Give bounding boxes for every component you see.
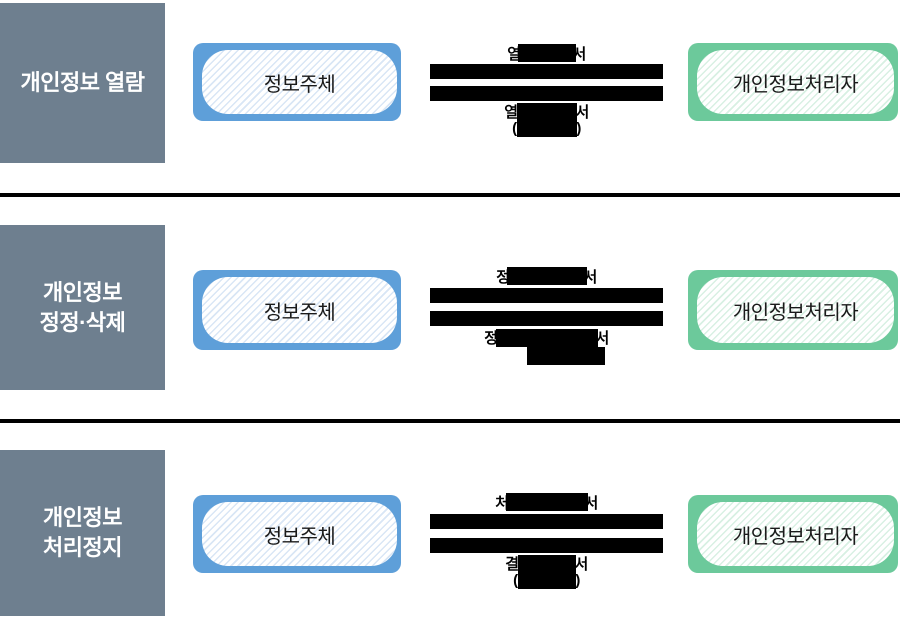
redaction-box xyxy=(516,103,577,137)
redaction-box xyxy=(517,44,576,62)
response-label-prefix: 열 xyxy=(504,104,518,121)
processor-node-label: 개인정보처리자 xyxy=(732,525,859,548)
redacted-arrow-bar xyxy=(430,311,663,326)
subject-node-label: 정보주체 xyxy=(263,525,336,548)
subject-node-label: 정보주체 xyxy=(263,301,336,324)
response-deadline-suffix: ) xyxy=(576,120,581,137)
redacted-arrow-bar xyxy=(430,538,663,553)
processor-node-label: 개인정보처리자 xyxy=(732,73,859,96)
redaction-box xyxy=(505,493,588,511)
row-label-text: 처리정지 xyxy=(43,535,122,560)
redaction-box xyxy=(526,347,605,365)
redacted-arrow-bar xyxy=(430,64,663,79)
subject-node: 정보주체 xyxy=(193,270,401,350)
request-label-suffix: 서 xyxy=(572,45,587,63)
redaction-box xyxy=(517,555,576,589)
request-label-suffix: 서 xyxy=(584,494,599,512)
row-divider xyxy=(0,419,900,423)
redaction-box xyxy=(495,329,598,347)
processor-node-inner: 개인정보처리자 xyxy=(697,502,894,566)
response-label-prefix: 결 xyxy=(505,556,519,573)
subject-node-inner: 정보주체 xyxy=(202,502,397,566)
row-label-text: 개인정보 xyxy=(43,505,122,530)
row-label-correction: 개인정보 정정·삭제 xyxy=(0,225,165,390)
response-label-suffix: 서 xyxy=(574,556,589,573)
row-label-text: 개인정보 열람 xyxy=(20,70,145,95)
processor-node: 개인정보처리자 xyxy=(688,43,898,121)
processor-node: 개인정보처리자 xyxy=(688,270,898,350)
response-label-prefix: 정 xyxy=(484,330,498,347)
subject-node-label: 정보주체 xyxy=(263,73,336,96)
subject-node-inner: 정보주체 xyxy=(202,277,397,343)
row-label-suspension: 개인정보 처리정지 xyxy=(0,450,165,616)
response-deadline-suffix: ) xyxy=(575,572,580,589)
response-label: 결서 (1) xyxy=(430,555,663,589)
subject-node-inner: 정보주체 xyxy=(202,50,397,114)
redacted-arrow-bar xyxy=(430,86,663,101)
subject-node: 정보주체 xyxy=(193,43,401,121)
response-label-suffix: 서 xyxy=(575,104,590,121)
redacted-arrow-bar xyxy=(430,514,663,529)
row-label-text: 개인정보 xyxy=(43,279,122,305)
row-label-text: 정정·삭제 xyxy=(39,309,126,335)
row-divider xyxy=(0,193,900,197)
processor-node-inner: 개인정보처리자 xyxy=(697,277,894,343)
processor-node-label: 개인정보처리자 xyxy=(732,301,859,324)
redacted-arrow-bar xyxy=(430,288,663,303)
row-label-access: 개인정보 열람 xyxy=(0,3,165,163)
response-label-suffix: 서 xyxy=(595,330,610,347)
subject-node: 정보주체 xyxy=(193,495,401,573)
processor-node: 개인정보처리자 xyxy=(688,495,898,573)
request-label-suffix: 서 xyxy=(583,268,598,286)
processor-node-inner: 개인정보처리자 xyxy=(697,50,894,114)
redaction-box xyxy=(506,267,587,285)
response-label: 열서 (1) xyxy=(430,103,663,137)
